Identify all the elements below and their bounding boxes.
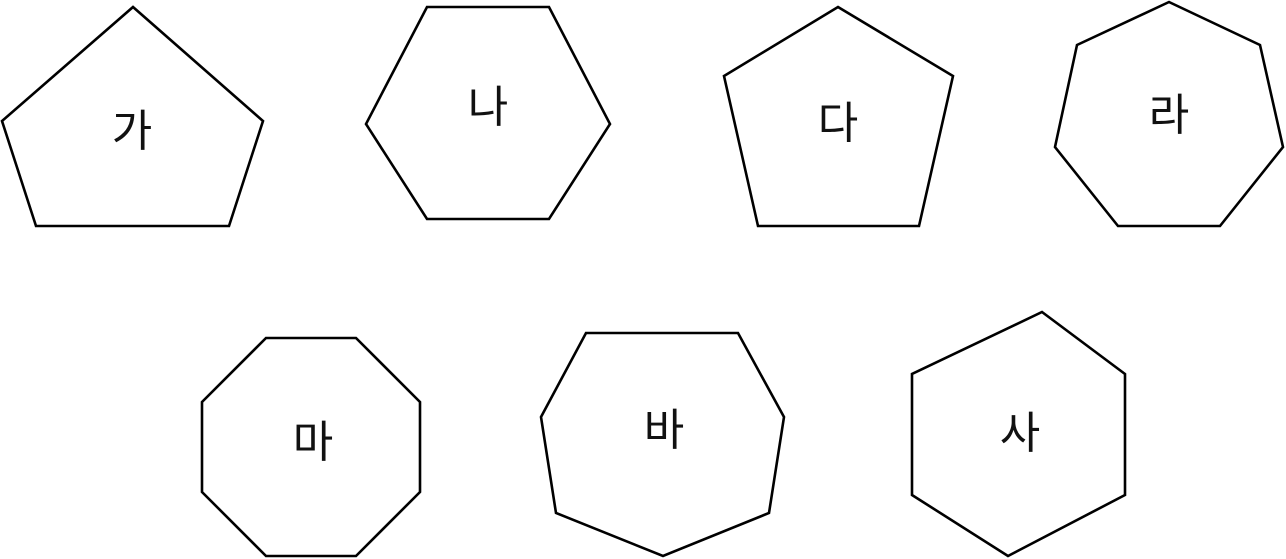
shape-label-ga: 가	[112, 106, 152, 157]
shape-ra: 라	[1053, 0, 1285, 228]
hexagon-outline	[364, 5, 612, 221]
heptagon-outline	[539, 331, 786, 558]
shape-na: 나	[364, 5, 612, 221]
shape-label-da: 다	[818, 98, 858, 149]
shape-ma: 마	[200, 336, 422, 558]
shape-label-ra: 라	[1149, 90, 1189, 141]
shape-label-ba: 바	[644, 405, 684, 456]
shape-ba: 바	[539, 331, 786, 558]
shape-label-na: 나	[468, 82, 508, 133]
shape-label-sa: 사	[1000, 408, 1040, 459]
shape-ga: 가	[0, 5, 265, 228]
octagon-outline	[200, 336, 422, 558]
hexagon-outline	[910, 310, 1127, 558]
heptagon-outline	[1053, 0, 1285, 228]
shape-sa: 사	[910, 310, 1127, 558]
pentagon-outline	[722, 5, 955, 228]
pentagon-outline	[0, 5, 265, 228]
shape-label-ma: 마	[293, 417, 333, 468]
shape-da: 다	[722, 5, 955, 228]
